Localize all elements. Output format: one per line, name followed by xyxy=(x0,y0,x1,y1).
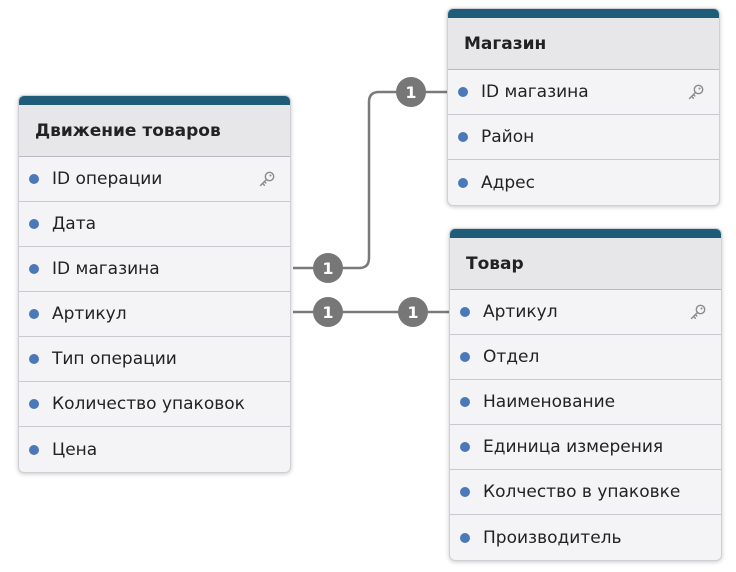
cardinality-badge-movement-store-to[interactable]: 1 xyxy=(396,77,426,107)
field-dot-icon xyxy=(458,87,468,97)
field-row[interactable]: Дата xyxy=(19,202,290,247)
connector-movement-store xyxy=(293,90,448,270)
field-row[interactable]: Производитель xyxy=(450,515,721,560)
field-label: Район xyxy=(481,127,535,147)
field-label: ID магазина xyxy=(52,259,160,279)
field-dot-icon xyxy=(460,442,470,452)
table-accent-bar xyxy=(448,9,719,18)
field-row[interactable]: Район xyxy=(448,115,719,160)
field-row[interactable]: Наименование xyxy=(450,380,721,425)
field-dot-icon xyxy=(458,177,468,188)
field-row[interactable]: Тип операции xyxy=(19,337,290,382)
field-row[interactable]: ID операции xyxy=(19,157,290,202)
field-dot-icon xyxy=(29,219,39,229)
cardinality-badge-movement-store-from[interactable]: 1 xyxy=(313,253,343,283)
cardinality-badge-movement-product-to[interactable]: 1 xyxy=(398,297,428,327)
field-row[interactable]: Цена xyxy=(19,427,290,472)
field-label: Артикул xyxy=(52,304,127,324)
field-dot-icon xyxy=(458,132,468,142)
field-dot-icon xyxy=(460,397,470,407)
table-title: Товар xyxy=(450,238,721,290)
field-dot-icon xyxy=(460,487,470,497)
field-dot-icon xyxy=(460,307,470,317)
field-label: Производитель xyxy=(483,527,622,548)
field-label: ID магазина xyxy=(481,82,589,102)
field-row[interactable]: ID магазина xyxy=(448,70,719,115)
field-label: Отдел xyxy=(483,347,540,367)
field-label: Единица измерения xyxy=(483,437,664,457)
field-dot-icon xyxy=(460,352,470,362)
field-row[interactable]: Количество упаковок xyxy=(19,382,290,427)
table-title: Движение товаров xyxy=(19,105,290,157)
key-icon xyxy=(258,170,276,188)
field-label: Тип операции xyxy=(52,349,177,369)
field-dot-icon xyxy=(29,354,39,364)
table-title: Магазин xyxy=(448,18,719,70)
field-label: Дата xyxy=(52,214,97,234)
field-label: Наименование xyxy=(483,392,616,412)
field-label: ID операции xyxy=(52,169,163,189)
table-accent-bar xyxy=(19,96,290,105)
table-accent-bar xyxy=(450,229,721,238)
field-dot-icon xyxy=(29,309,39,319)
key-icon xyxy=(689,303,707,321)
field-dot-icon xyxy=(29,264,39,274)
field-row[interactable]: Колчество в упаковке xyxy=(450,470,721,515)
field-label: Количество упаковок xyxy=(52,394,245,414)
cardinality-badge-movement-product-from[interactable]: 1 xyxy=(313,297,343,327)
field-dot-icon xyxy=(29,399,39,409)
field-row[interactable]: Единица измерения xyxy=(450,425,721,470)
field-row[interactable]: Адрес xyxy=(448,160,719,205)
field-row[interactable]: Отдел xyxy=(450,335,721,380)
field-dot-icon xyxy=(29,174,39,184)
field-row[interactable]: Артикул xyxy=(19,292,290,337)
field-row[interactable]: ID магазина xyxy=(19,247,290,292)
field-label: Адрес xyxy=(481,172,535,193)
key-icon xyxy=(687,83,705,101)
field-dot-icon xyxy=(29,444,39,455)
field-label: Колчество в упаковке xyxy=(483,482,681,502)
field-label: Артикул xyxy=(483,302,558,322)
field-row[interactable]: Артикул xyxy=(450,290,721,335)
field-label: Цена xyxy=(52,439,98,460)
field-dot-icon xyxy=(460,532,470,543)
